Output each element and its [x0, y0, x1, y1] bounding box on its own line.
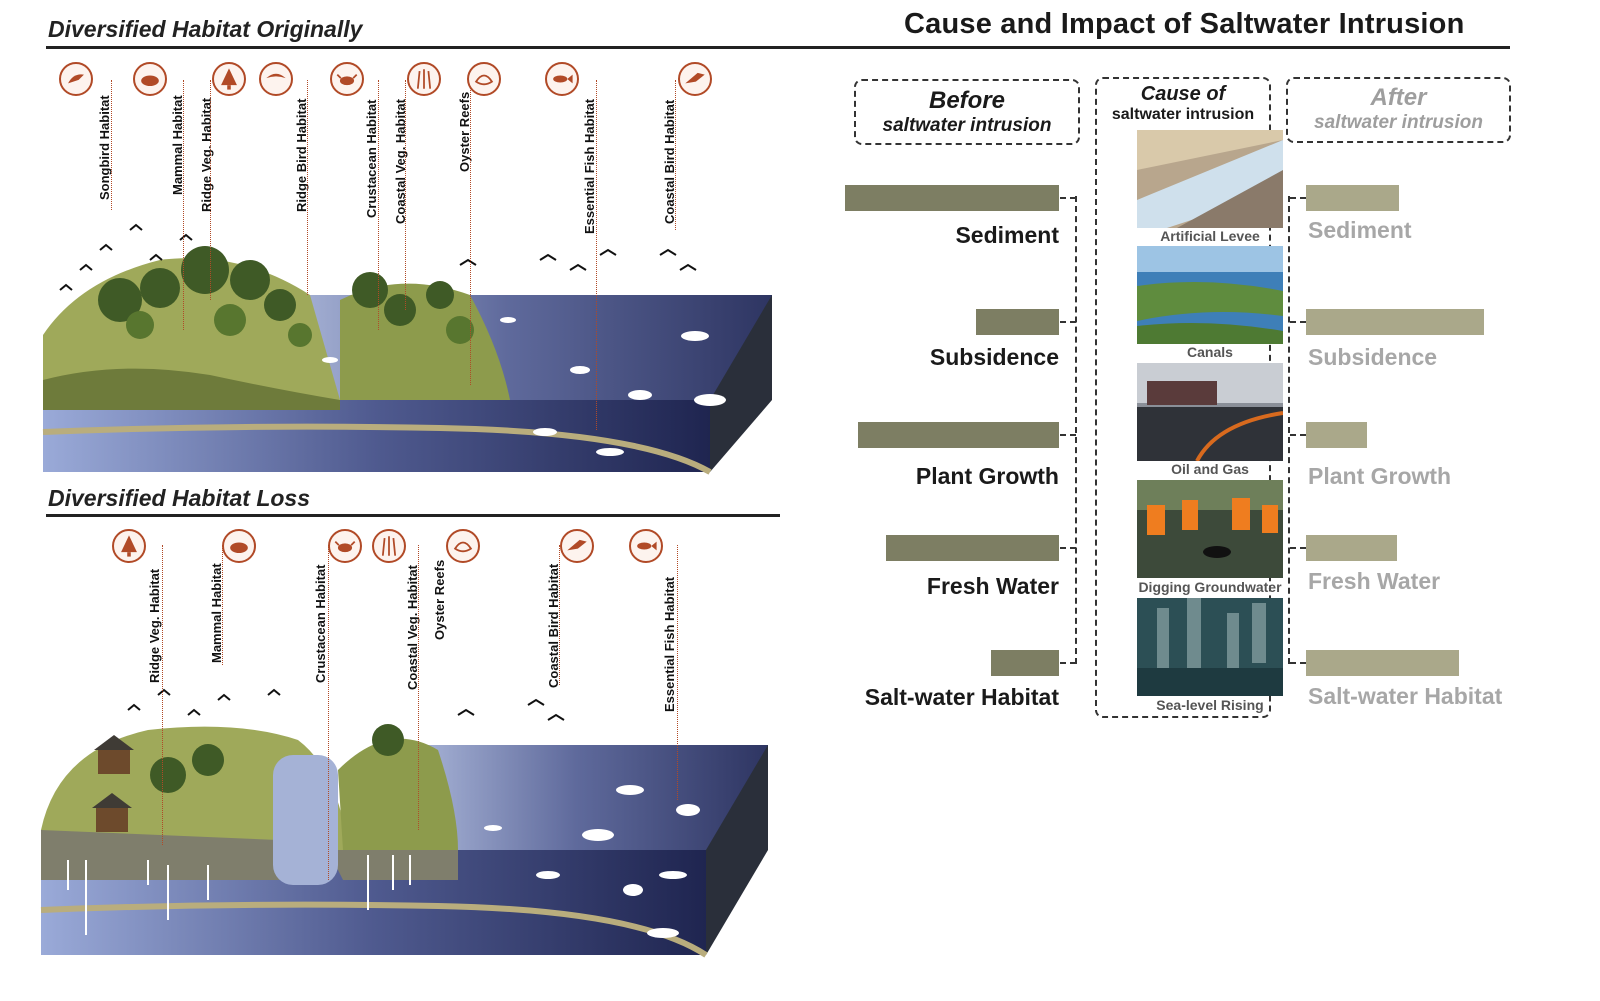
bottom-divider	[46, 514, 780, 517]
after-bar	[1306, 650, 1459, 676]
oyster-icon	[446, 529, 480, 563]
cause-photo-digging-groundwater	[1137, 480, 1283, 578]
before-connector	[1060, 434, 1076, 436]
cause-caption: Artificial Levee	[1160, 228, 1260, 244]
after-factor-label: Plant Growth	[1308, 463, 1452, 489]
before-bar	[886, 535, 1059, 561]
after-header-subtitle: saltwater intrusion	[1314, 111, 1483, 133]
before-header-box: Before saltwater intrusion	[854, 79, 1080, 145]
crab-icon	[330, 62, 364, 96]
mammal-icon	[222, 529, 256, 563]
bottom-habitat-crustacean: Crustacean Habitat	[313, 564, 328, 683]
leader-line	[210, 80, 211, 300]
tree-icon	[112, 529, 146, 563]
leader-line	[307, 80, 308, 295]
after-connector	[1290, 662, 1306, 664]
before-connector	[1060, 547, 1076, 549]
before-bar	[976, 309, 1059, 335]
leader-line	[677, 545, 678, 800]
leader-line	[162, 545, 163, 845]
cause-photo-oil-and-gas	[1137, 363, 1283, 461]
leader-line	[111, 80, 112, 210]
tree-icon	[212, 62, 246, 96]
oyster-icon	[467, 62, 501, 96]
before-bar	[991, 650, 1059, 676]
cause-header-subtitle: saltwater intrusion	[1111, 106, 1255, 123]
leader-line	[222, 545, 223, 665]
leader-line	[596, 80, 597, 430]
after-factor-label: Subsidence	[1308, 344, 1438, 370]
main-title: Cause and Impact of Saltwater Intrusion	[904, 8, 1465, 40]
after-factor-label: Fresh Water	[1308, 568, 1441, 594]
cause-photo-canals	[1137, 246, 1283, 344]
after-bar	[1306, 535, 1397, 561]
habitat-original-diagram	[42, 223, 772, 475]
leader-line	[418, 545, 419, 830]
bottom-panel-title: Diversified Habitat Loss	[48, 485, 311, 511]
cause-header-title: Cause of	[1140, 83, 1226, 105]
before-bar	[858, 422, 1059, 448]
habitat-loss-diagram	[40, 688, 768, 958]
songbird-icon	[59, 62, 93, 96]
cause-caption: Oil and Gas	[1171, 461, 1249, 477]
after-bar	[1306, 309, 1484, 335]
before-factor-label: Salt-water Habitat	[864, 684, 1059, 710]
after-connector	[1290, 547, 1306, 549]
after-factor-label: Sediment	[1308, 217, 1412, 243]
after-header-box: After saltwater intrusion	[1286, 77, 1511, 143]
coastal-bird-icon	[560, 529, 594, 563]
grass-icon	[372, 529, 406, 563]
top-habitat-songbird: Songbird Habitat	[97, 95, 112, 200]
after-bar	[1306, 422, 1367, 448]
before-connector	[1060, 662, 1076, 664]
crab-icon	[328, 529, 362, 563]
leader-line	[328, 545, 329, 880]
fish-icon	[629, 529, 663, 563]
before-header-subtitle: saltwater intrusion	[882, 114, 1052, 136]
before-factor-label: Plant Growth	[915, 463, 1059, 489]
leader-line	[675, 80, 676, 230]
bottom-habitat-ridge-veg: Ridge Veg. Habitat	[147, 568, 162, 683]
after-connector	[1290, 434, 1306, 436]
bottom-habitat-oyster: Oyster Reefs	[432, 559, 447, 640]
top-panel-title: Diversified Habitat Originally	[48, 16, 363, 42]
after-bar	[1306, 185, 1399, 211]
after-bracket	[1288, 196, 1290, 664]
before-factor-label: Fresh Water	[926, 573, 1059, 599]
fish-icon	[545, 62, 579, 96]
leader-line	[559, 545, 560, 685]
mammal-icon	[133, 62, 167, 96]
leader-line	[405, 80, 406, 310]
leader-line	[470, 80, 471, 385]
ridge-bird-icon	[259, 62, 293, 96]
leader-line	[378, 80, 379, 330]
before-bracket	[1075, 196, 1077, 664]
leader-line	[183, 80, 184, 330]
top-habitat-ridge-veg: Ridge Veg. Habitat	[199, 97, 214, 212]
top-habitat-fish: Essential Fish Habitat	[582, 98, 597, 234]
before-factor-label: Sediment	[955, 222, 1059, 248]
after-connector	[1290, 321, 1306, 323]
before-connector	[1060, 321, 1076, 323]
cause-caption: Sea-level Rising	[1156, 697, 1264, 713]
top-habitat-crustacean: Crustacean Habitat	[364, 99, 379, 218]
cause-photo-artificial-levee	[1137, 130, 1283, 228]
before-factor-label: Subsidence	[929, 344, 1059, 370]
cause-caption: Digging Groundwater	[1138, 579, 1282, 595]
grass-icon	[407, 62, 441, 96]
after-header-title: After	[1370, 84, 1427, 111]
after-factor-label: Salt-water Habitat	[1308, 683, 1503, 709]
coastal-bird-icon	[678, 62, 712, 96]
top-divider	[46, 46, 1510, 49]
bottom-habitat-fish: Essential Fish Habitat	[662, 576, 677, 712]
cause-photo-sea-level-rising	[1137, 598, 1283, 696]
cause-caption: Canals	[1187, 344, 1233, 360]
before-header-title: Before	[928, 87, 1006, 114]
before-bar	[845, 185, 1059, 211]
after-connector	[1290, 197, 1306, 199]
before-connector	[1060, 197, 1076, 199]
